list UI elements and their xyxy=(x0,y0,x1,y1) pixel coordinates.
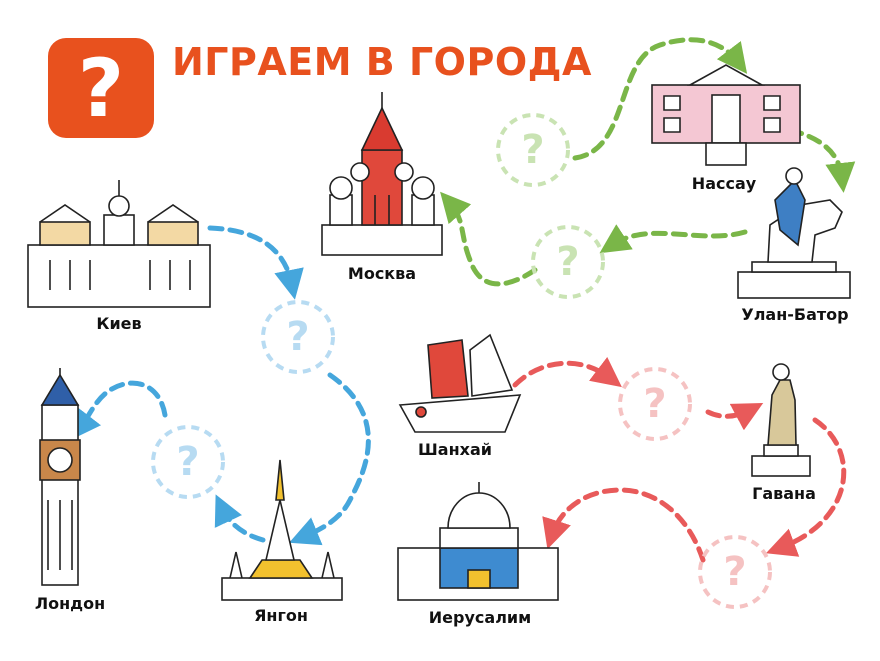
svg-text:?: ? xyxy=(521,127,544,173)
moscow-landmark-icon xyxy=(321,92,443,256)
unknown-city-blue-2: ? xyxy=(151,425,225,499)
shanghai-landmark-icon xyxy=(398,333,522,433)
question-badge: ? xyxy=(48,38,154,138)
city-label-havana: Гавана xyxy=(752,484,816,503)
unknown-city-blue-1: ? xyxy=(261,300,335,374)
svg-text:?: ? xyxy=(643,381,666,427)
kiev-landmark-icon xyxy=(27,180,211,308)
svg-text:?: ? xyxy=(556,239,579,285)
city-label-jerusalem: Иерусалим xyxy=(428,608,532,627)
city-label-london: Лондон xyxy=(34,594,106,613)
ulan-bator-landmark-icon xyxy=(737,167,851,299)
nassau-landmark-icon xyxy=(651,64,801,166)
city-label-nassau: Нассау xyxy=(691,174,757,193)
green-route xyxy=(440,37,856,287)
jerusalem-landmark-icon xyxy=(397,482,559,601)
london-landmark-icon xyxy=(39,368,81,586)
svg-text:?: ? xyxy=(176,439,199,485)
yangon-landmark-icon xyxy=(221,459,343,601)
city-label-moscow: Москва xyxy=(347,264,417,283)
svg-text:?: ? xyxy=(723,549,746,595)
red-route xyxy=(512,356,847,563)
page-title: ИГРАЕМ В ГОРОДА xyxy=(172,40,592,84)
unknown-city-green-1: ? xyxy=(496,113,570,187)
blue-route xyxy=(70,225,371,546)
unknown-city-red-1: ? xyxy=(618,367,692,441)
unknown-city-red-2: ? xyxy=(698,535,772,609)
city-label-kiev: Киев xyxy=(96,314,142,333)
city-label-yangon: Янгон xyxy=(254,606,308,625)
havana-landmark-icon xyxy=(751,363,811,477)
svg-text:?: ? xyxy=(286,314,309,360)
question-mark-icon: ? xyxy=(77,41,125,135)
unknown-city-green-2: ? xyxy=(531,225,605,299)
city-label-ulan-bator: Улан-Батор xyxy=(741,305,849,324)
city-label-shanghai: Шанхай xyxy=(418,440,492,459)
